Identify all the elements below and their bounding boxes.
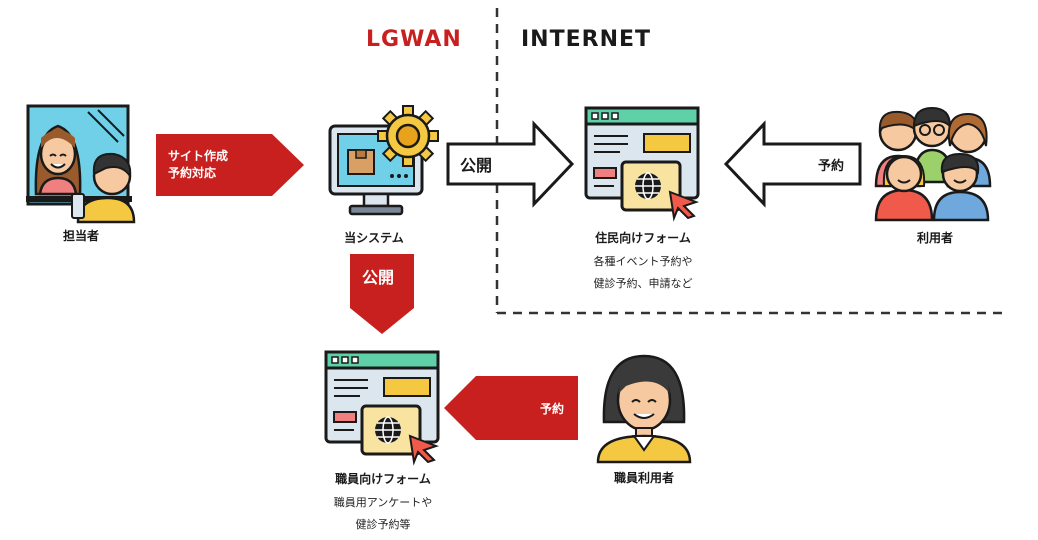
system-to-resident-form-arrow: [446, 120, 575, 208]
staff-user-person-icon: [596, 354, 692, 464]
system-label: 当システム: [344, 231, 404, 245]
system-to-staff-form-text: 公開: [362, 268, 395, 287]
staff-label: 担当者: [62, 229, 99, 243]
staff-to-system-text-1: サイト作成: [168, 149, 229, 163]
internet-zone-label: INTERNET: [521, 27, 652, 52]
resident-form-description-2: 健診予約、申請など: [593, 277, 693, 290]
resident-form-description-1: 各種イベント予約や: [593, 255, 693, 268]
staff-user-label: 職員利用者: [613, 471, 674, 485]
staff-user-to-staff-form-text: 予約: [540, 402, 565, 416]
system-computer-gear-icon: [328, 105, 439, 216]
resident-form-label: 住民向けフォーム: [595, 231, 691, 245]
staff-user-to-staff-form-arrow: [444, 376, 578, 440]
staff-to-system-text-2: 予約対応: [168, 166, 217, 180]
staff-form-description-2: 健診予約等: [355, 518, 411, 531]
system-to-staff-form-arrow: [350, 254, 414, 334]
users-to-resident-form-text: 予約: [818, 159, 845, 174]
staff-form-label: 職員向けフォーム: [335, 472, 431, 486]
staff-to-system-arrow: [156, 134, 304, 196]
system-to-resident-form-text: 公開: [460, 156, 493, 175]
resident-form-browser-icon: [584, 106, 700, 222]
staff-person-icon: [26, 104, 136, 224]
users-group-icon: [874, 106, 992, 222]
users-label: 利用者: [916, 231, 953, 245]
users-to-resident-form-arrow: [723, 120, 862, 208]
staff-form-browser-icon: [324, 350, 440, 466]
staff-form-description-1: 職員用アンケートや: [333, 496, 433, 509]
lgwan-zone-label: LGWAN: [366, 27, 462, 52]
